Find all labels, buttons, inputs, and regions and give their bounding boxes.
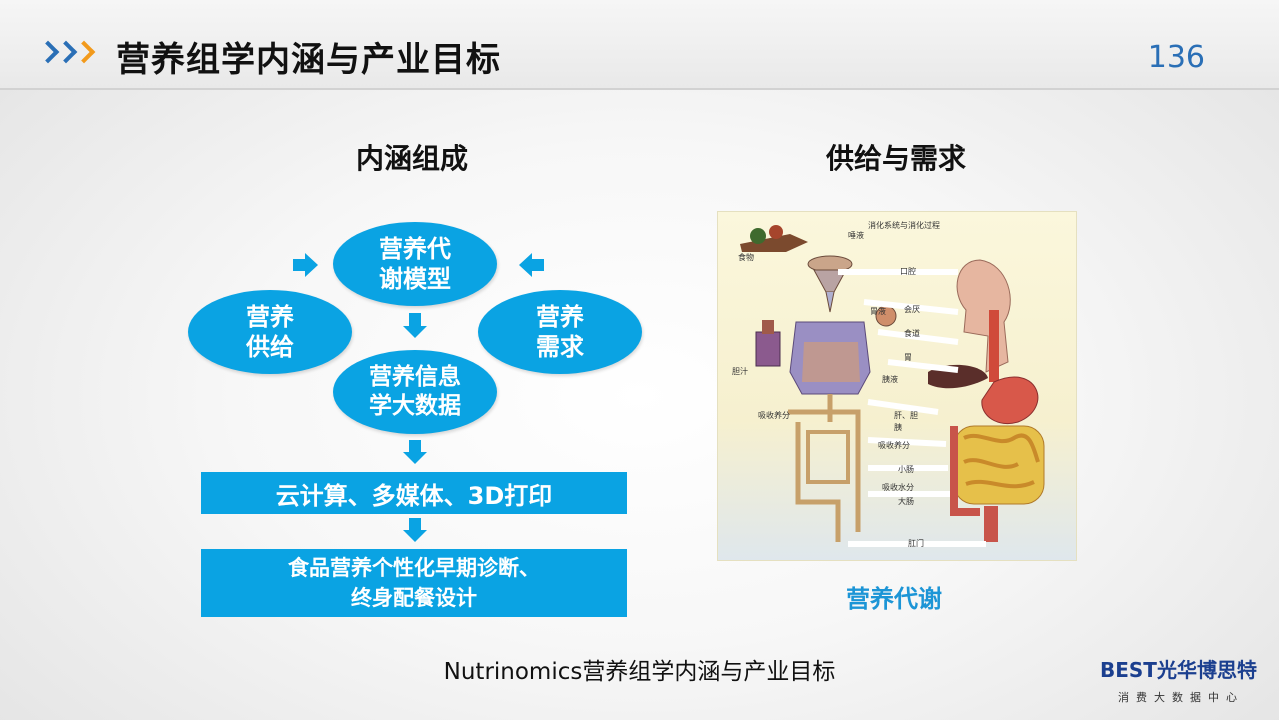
technology-bar: 云计算、多媒体、3D打印 <box>201 472 627 514</box>
label-mouth: 口腔 <box>900 266 916 276</box>
label-pancreatic-juice: 胰液 <box>882 374 898 384</box>
arrow-left-icon <box>532 259 544 271</box>
label-absorb-side: 吸收养分 <box>758 410 790 420</box>
arrow-right-icon <box>293 259 305 271</box>
arrow-down-icon <box>409 518 421 530</box>
label-large-intestine: 大肠 <box>898 496 914 506</box>
arrow-left-icon <box>519 253 532 277</box>
label-esophagus: 食道 <box>904 328 920 338</box>
section-title-supply-demand: 供给与需求 <box>826 142 967 175</box>
label-stomach: 胃 <box>904 353 912 362</box>
application-bar: 食品营养个性化早期诊断、 终身配餐设计 <box>201 549 627 617</box>
arrow-down-icon <box>403 452 427 464</box>
diagram-heading: 消化系统与消化过程 <box>868 220 940 230</box>
logo-main-text: BEST光华博思特 <box>1100 658 1257 682</box>
brand-logo: BEST光华博思特 消费大数据中心 <box>1100 654 1265 704</box>
label-pancreas: 胰 <box>894 422 902 432</box>
page-number: 136 <box>1147 40 1205 75</box>
footer-text: Nutrinomics营养组学内涵与产业目标 <box>443 659 836 685</box>
arrow-down-icon <box>409 440 421 452</box>
node-nutrition-supply: 营养 供给 <box>188 290 352 374</box>
label-throat: 会厌 <box>904 304 920 314</box>
node-nutrition-demand: 营养 需求 <box>478 290 642 374</box>
arrow-down-icon <box>403 326 427 338</box>
label-saliva: 唾液 <box>848 230 864 240</box>
digestive-system-diagram: 消化系统与消化过程 食物 唾液 口腔 会厌 食道 胃 胃液 胰液 肝、胆 胰 胆… <box>717 211 1077 561</box>
label-absorb-nutrients: 吸收养分 <box>878 440 910 450</box>
logo-sub-text: 消费大数据中心 <box>1118 691 1244 704</box>
label-small-intestine: 小肠 <box>898 465 914 474</box>
arrow-down-icon <box>403 530 427 542</box>
chevron-icon <box>72 40 96 64</box>
page-title: 营养组学内涵与产业目标 <box>116 40 501 80</box>
node-big-data: 营养信息 学大数据 <box>333 350 497 434</box>
arrow-down-icon <box>409 313 421 326</box>
label-food: 食物 <box>738 252 754 262</box>
node-metabolism-model: 营养代 谢模型 <box>333 222 497 306</box>
label-anus: 肛门 <box>908 538 924 548</box>
label-liver: 肝、胆 <box>894 411 918 420</box>
section-title-composition: 内涵组成 <box>356 142 469 175</box>
digestive-illustration: 消化系统与消化过程 食物 唾液 口腔 会厌 食道 胃 胃液 胰液 肝、胆 胰 胆… <box>732 220 1045 548</box>
diagram-caption: 营养代谢 <box>846 585 942 613</box>
arrow-right-icon <box>305 253 318 277</box>
slide-header: 营养组学内涵与产业目标 136 <box>0 0 1279 90</box>
label-bile: 胆汁 <box>732 366 748 376</box>
label-absorb-water: 吸收水分 <box>882 482 914 492</box>
label-gastric-juice: 胃液 <box>870 306 886 316</box>
